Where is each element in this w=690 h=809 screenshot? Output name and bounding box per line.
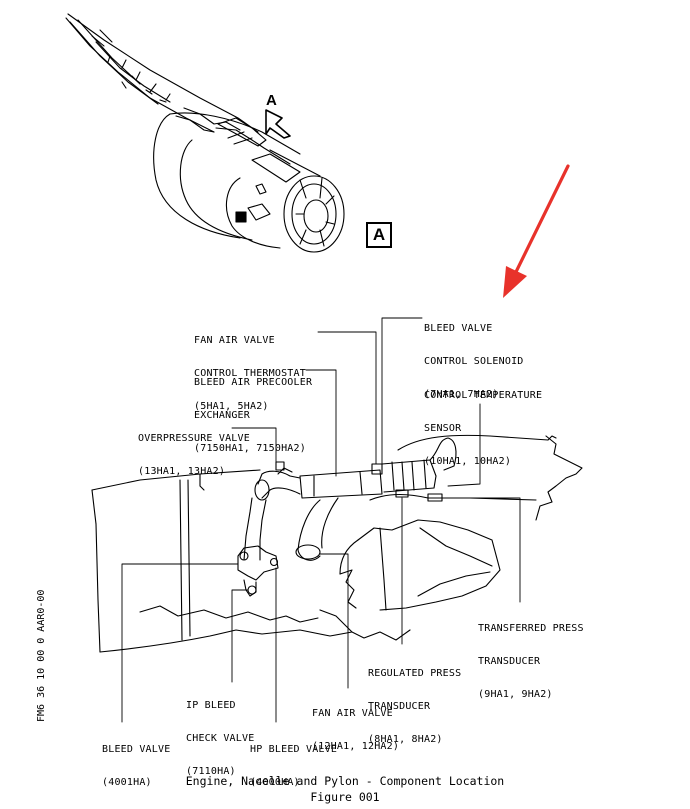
caption-title: Engine, Nacelle and Pylon - Component Lo… — [185, 774, 505, 788]
arrow-marker-a: A — [266, 92, 277, 109]
core-engine-outline — [319, 434, 583, 641]
label-fan-air-valve-control-thermostat: FAN AIR VALVE CONTROL THERMOSTAT (5HA1, … — [194, 335, 306, 412]
red-pointer-arrow — [503, 164, 570, 298]
label-bleed-valve-control-solenoid: BLEED VALVE CONTROL SOLENOID (7HA1, 7HA2… — [424, 323, 524, 400]
label-bleed-air-precooler-exchanger: BLEED AIR PRECOOLER EXCHANGER (7150HA1, … — [194, 377, 313, 454]
label-regulated-press-transducer: REGULATED PRESS TRANSDUCER (8HA1, 8HA2) — [368, 668, 462, 745]
bleed-ducting — [199, 437, 457, 597]
figure-id: FM6 36 10 00 0 AAR0-00 — [36, 589, 47, 722]
label-overpressure-valve: OVERPRESSURE VALVE (13HA1, 13HA2) — [138, 433, 250, 477]
leader-lines — [121, 317, 521, 723]
engine-nacelle — [153, 112, 345, 253]
label-bleed-valve: BLEED VALVE (4001HA) — [102, 744, 171, 788]
view-marker-a: A — [366, 222, 392, 248]
label-control-temperature-sensor: CONTROL TEMPERATURE SENSOR (10HA1, 10HA2… — [424, 390, 543, 467]
caption-figure-number: Figure 001 — [310, 790, 380, 804]
label-hp-bleed-valve: HP BLEED VALVE (4000HA) — [250, 744, 338, 788]
fan-cowl-outline — [91, 469, 353, 653]
label-fan-air-valve: FAN AIR VALVE (12HA1, 12HA2) — [312, 708, 400, 752]
wing-and-pylon — [65, 13, 259, 133]
view-a-pointer — [265, 109, 291, 139]
label-ip-bleed-check-valve: IP BLEED CHECK VALVE (7110HA) — [186, 700, 255, 777]
label-transferred-press-transducer: TRANSFERRED PRESS TRANSDUCER (9HA1, 9HA2… — [478, 623, 584, 700]
